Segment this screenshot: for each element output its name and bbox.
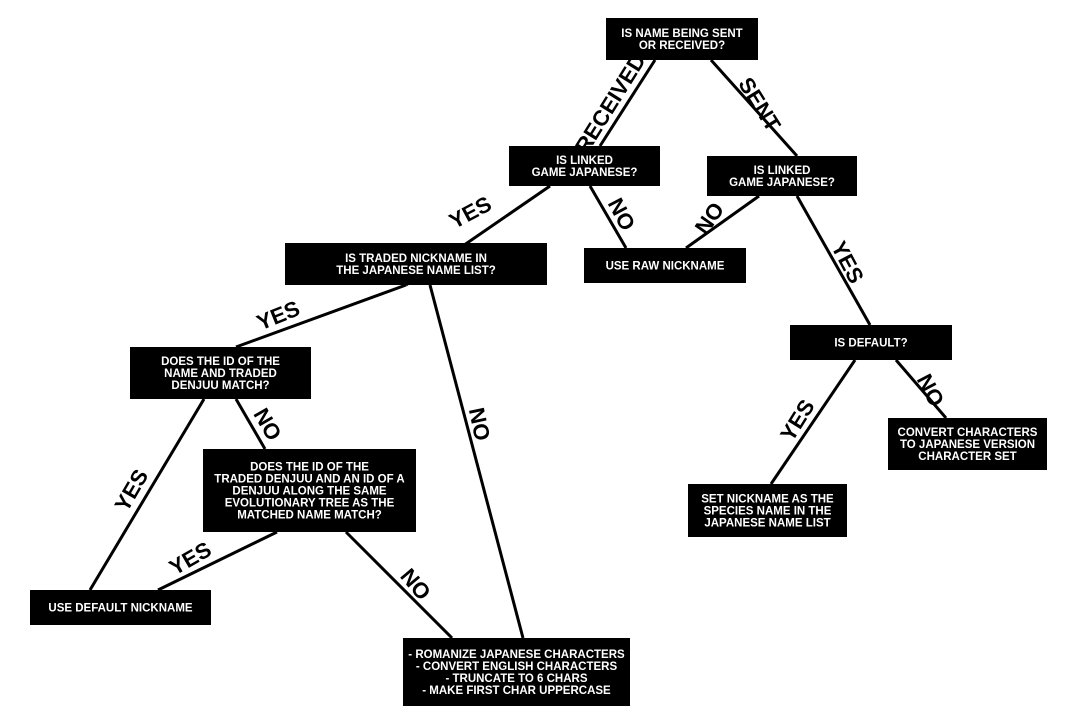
node-is-default: IS DEFAULT? xyxy=(790,325,952,360)
node-text-line: - TRUNCATE TO 6 CHARS xyxy=(445,673,587,685)
edge-label: RECEIVED xyxy=(570,49,651,158)
connector-line xyxy=(894,359,948,419)
node-text-line: USE RAW NICKNAME xyxy=(606,261,725,273)
node-text-line: - MAKE FIRST CHAR UPPERCASE xyxy=(422,685,611,697)
connector-line xyxy=(428,284,525,639)
node-box xyxy=(509,146,660,186)
node-box xyxy=(707,156,857,196)
edge-list-no: NO xyxy=(428,284,525,639)
edge-label: YES xyxy=(253,296,303,336)
node-text-line: MATCHED NAME MATCH? xyxy=(237,510,382,522)
node-text-line: CHARACTER SET xyxy=(918,451,1016,463)
node-text-line: USE DEFAULT NICKNAME xyxy=(48,603,193,615)
node-box xyxy=(688,484,847,537)
node-box xyxy=(30,590,211,625)
edge-label: NO xyxy=(603,194,641,235)
node-text-line: DOES THE ID OF THE xyxy=(250,462,369,474)
node-text-line: NAME AND TRADED xyxy=(164,368,277,380)
node-box xyxy=(584,248,746,283)
connector-line xyxy=(235,283,407,349)
node-text-line: GAME JAPANESE? xyxy=(532,167,638,179)
edge-default-no: NO xyxy=(894,359,950,419)
connector-line xyxy=(795,195,872,326)
node-text-line: TRADED DENJUU AND AN ID OF A xyxy=(214,474,404,486)
edge-received-no: NO xyxy=(588,185,641,249)
node-box xyxy=(130,347,311,399)
edge-evo-no: NO xyxy=(344,530,454,640)
edge-label: YES xyxy=(110,465,154,516)
edge-label: NO xyxy=(912,370,950,411)
connector-line xyxy=(88,398,206,591)
node-box xyxy=(203,449,416,532)
edge-received: RECEIVED xyxy=(570,49,657,158)
node-text-line: - CONVERT ENGLISH CHARACTERS xyxy=(416,661,618,673)
edge-label: NO xyxy=(690,198,729,239)
node-romanize: - ROMANIZE JAPANESE CHARACTERS- CONVERT … xyxy=(403,638,630,706)
edge-default-yes: YES xyxy=(769,359,857,485)
connector-line xyxy=(685,194,760,250)
node-text-line: DENJUU MATCH? xyxy=(171,380,269,392)
node-box xyxy=(285,243,547,285)
edge-list-yes: YES xyxy=(235,283,407,349)
node-text-line: CONVERT CHARACTERS xyxy=(898,427,1038,439)
node-box xyxy=(790,325,952,360)
node-text-line: TO JAPANESE VERSION xyxy=(900,439,1035,451)
connector-line xyxy=(234,398,267,450)
edge-sent-no: NO xyxy=(685,194,760,250)
node-use-raw: USE RAW NICKNAME xyxy=(584,248,746,283)
node-text-line: - ROMANIZE JAPANESE CHARACTERS xyxy=(408,649,625,661)
edge-label: YES xyxy=(826,237,869,288)
connector-line xyxy=(157,530,278,592)
node-text-line: SPECIES NAME IN THE xyxy=(704,506,832,518)
node-text-line: IS LINKED xyxy=(754,165,811,177)
node-text-line: DENJUU ALONG THE SAME xyxy=(232,486,387,498)
edge-label: NO xyxy=(464,405,495,442)
connector-line xyxy=(344,530,454,640)
node-text-line: IS NAME BEING SENT xyxy=(621,28,742,40)
node-text-line: IS DEFAULT? xyxy=(834,338,907,350)
node-text-line: EVOLUTIONARY TREE AS THE xyxy=(225,498,395,510)
edge-label: NO xyxy=(248,404,286,445)
connector-line xyxy=(588,185,628,249)
node-text-line: SET NICKNAME AS THE xyxy=(701,494,834,506)
edge-evo-yes: YES xyxy=(157,530,278,592)
edge-sent-yes: YES xyxy=(795,195,872,326)
node-text-line: IS LINKED xyxy=(556,155,613,167)
connector-line xyxy=(598,59,657,147)
node-text-line: OR RECEIVED? xyxy=(639,40,725,52)
node-text-line: GAME JAPANESE? xyxy=(729,177,835,189)
node-box xyxy=(403,638,630,706)
connector-line xyxy=(709,58,799,158)
node-box xyxy=(888,418,1047,470)
edge-label: NO xyxy=(395,564,435,605)
node-box xyxy=(606,18,758,60)
node-use-default: USE DEFAULT NICKNAME xyxy=(30,590,211,625)
edge-sent: SENT xyxy=(709,58,799,158)
node-text-line: JAPANESE NAME LIST xyxy=(704,518,830,530)
edge-label: SENT xyxy=(733,73,786,136)
node-text-line: THE JAPANESE NAME LIST? xyxy=(336,265,496,277)
node-text-line: IS TRADED NICKNAME IN xyxy=(345,253,487,265)
node-text-line: DOES THE ID OF THE xyxy=(161,356,280,368)
connector-line xyxy=(769,359,857,485)
edge-idmatch-no: NO xyxy=(234,398,287,450)
